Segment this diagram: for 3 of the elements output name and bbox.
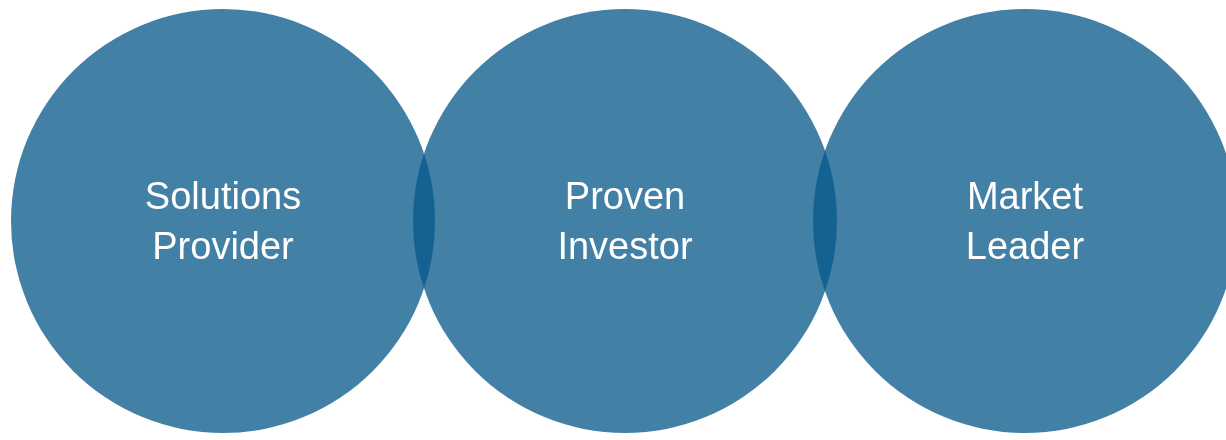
circle-label: Proven Investor [556, 174, 694, 269]
circle-label: Solutions Provider [143, 174, 303, 269]
circle-label: Market Leader [964, 174, 1086, 269]
